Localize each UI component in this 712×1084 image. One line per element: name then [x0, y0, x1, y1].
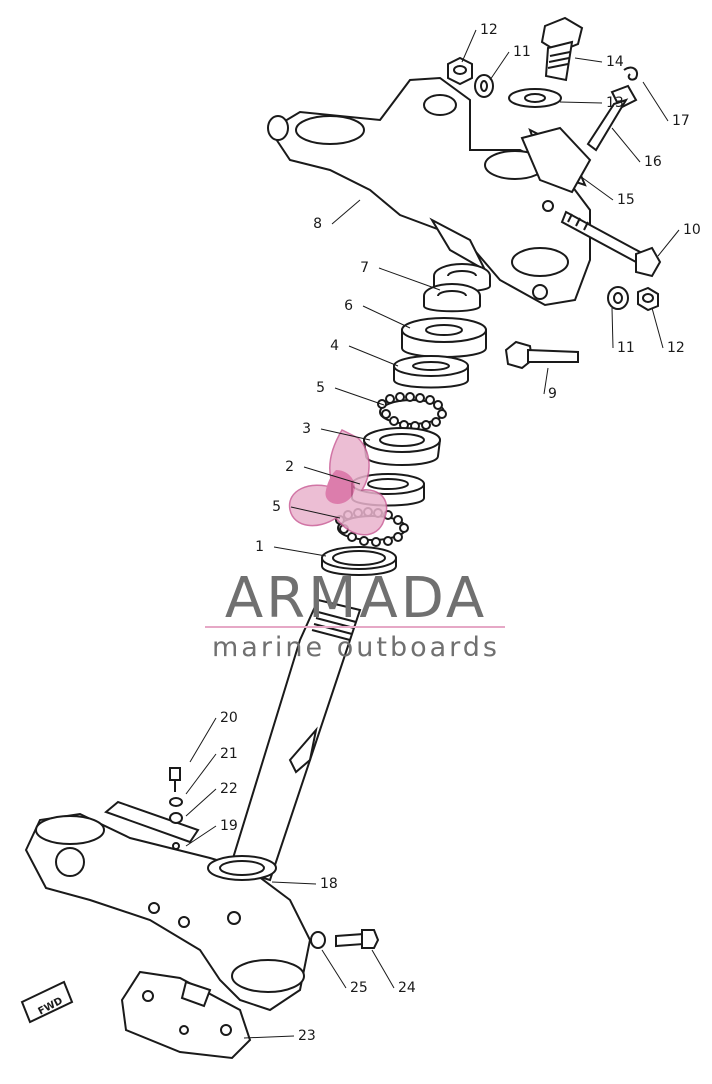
- crown-bolt: [540, 16, 584, 82]
- callout-label-11: 11: [617, 340, 635, 356]
- watermark-emblem: [288, 429, 388, 536]
- washer-top: [474, 74, 494, 98]
- callout-leader-25: [321, 949, 347, 989]
- lock-washer: [169, 797, 183, 807]
- callout-leader-21: [185, 753, 217, 795]
- callout-label-21: 21: [220, 746, 238, 762]
- dust-seal: [321, 546, 397, 576]
- callout-leader-6: [362, 305, 411, 329]
- bolt-lower: [335, 929, 380, 949]
- washer-right: [607, 286, 629, 310]
- callout-label-5: 5: [272, 499, 281, 515]
- callout-leader-12: [651, 307, 664, 349]
- callout-label-13: 13: [606, 95, 624, 111]
- callout-leader-20: [189, 717, 217, 763]
- watermark-tagline: marine outboards: [211, 632, 500, 663]
- callout-label-11: 11: [513, 44, 531, 60]
- callout-leader-13: [559, 101, 603, 104]
- fwd-direction-tag: [20, 980, 74, 1024]
- callout-leader-11: [611, 307, 614, 349]
- side-bolt: [504, 340, 579, 370]
- callout-leader-23: [243, 1035, 295, 1039]
- callout-label-20: 20: [220, 710, 238, 726]
- callout-leader-3: [320, 428, 371, 441]
- callout-leader-15: [579, 175, 614, 201]
- watermark-brand-name: ARMADA: [224, 566, 488, 631]
- callout-label-5: 5: [316, 380, 325, 396]
- callout-leader-1: [273, 546, 327, 557]
- callout-leader-24: [371, 949, 395, 989]
- callout-leader-10: [657, 229, 680, 257]
- bottom-bracket: [120, 970, 252, 1060]
- callout-label-1: 1: [255, 539, 264, 555]
- callout-leader-4: [348, 345, 399, 367]
- callout-leader-7: [378, 267, 441, 291]
- nut-right: [637, 286, 659, 312]
- callout-label-10: 10: [683, 222, 701, 238]
- callout-leader-19: [185, 825, 217, 847]
- callout-leader-22: [185, 788, 217, 817]
- callout-label-23: 23: [298, 1028, 316, 1044]
- callout-leader-16: [611, 127, 641, 163]
- callout-label-18: 18: [320, 876, 338, 892]
- callout-leader-5: [290, 506, 341, 519]
- callout-leader-14: [574, 57, 603, 63]
- pinch-bolt: [586, 84, 638, 152]
- callout-label-7: 7: [360, 260, 369, 276]
- callout-label-12: 12: [480, 22, 498, 38]
- callout-label-24: 24: [398, 980, 416, 996]
- callout-label-12: 12: [667, 340, 685, 356]
- callout-label-3: 3: [302, 421, 311, 437]
- washer-lower: [310, 931, 326, 949]
- callout-label-17: 17: [672, 113, 690, 129]
- callout-label-15: 15: [617, 192, 635, 208]
- callout-label-14: 14: [606, 54, 624, 70]
- callout-leader-12: [461, 29, 477, 63]
- callout-leader-9: [543, 367, 549, 395]
- callout-label-2: 2: [285, 459, 294, 475]
- callout-leader-17: [642, 81, 669, 122]
- callout-label-19: 19: [220, 818, 238, 834]
- callout-leader-5: [334, 387, 385, 406]
- callout-label-22: 22: [220, 781, 238, 797]
- upper-race: [393, 355, 469, 389]
- ring-nuts: [423, 263, 491, 313]
- clip: [623, 66, 638, 81]
- ball-bearings-upper: [377, 392, 447, 431]
- cover-ring: [401, 317, 487, 358]
- callout-label-6: 6: [344, 298, 353, 314]
- nut-top: [447, 56, 473, 86]
- clamp-block: [520, 126, 592, 194]
- screw-small: [169, 767, 181, 792]
- stem-o-ring: [207, 855, 277, 881]
- crown-washer: [508, 88, 562, 108]
- lower-bracket: [24, 812, 312, 1012]
- callout-leader-8: [331, 199, 361, 225]
- callout-label-16: 16: [644, 154, 662, 170]
- watermark-divider: [205, 626, 505, 628]
- mount-plate: [104, 800, 200, 850]
- flat-washer: [169, 812, 183, 824]
- callout-leader-18: [271, 881, 317, 885]
- callout-leader-11: [489, 51, 510, 81]
- long-bolt: [560, 210, 662, 278]
- callout-label-9: 9: [548, 386, 557, 402]
- callout-label-25: 25: [350, 980, 368, 996]
- upper-bearing-race: [362, 427, 442, 466]
- upper-bracket: [267, 76, 591, 307]
- callout-label-8: 8: [313, 216, 322, 232]
- callout-label-4: 4: [330, 338, 339, 354]
- callout-leader-2: [303, 466, 361, 485]
